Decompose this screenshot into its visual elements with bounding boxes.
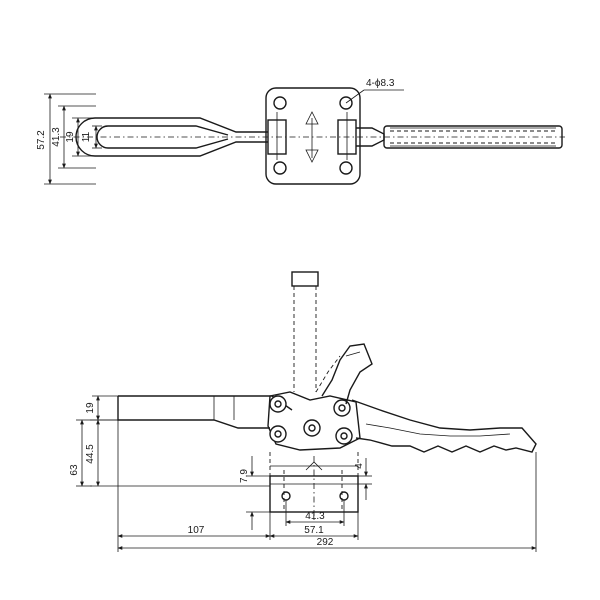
dim-reach: 107 [188,525,205,536]
side-handle-grip [351,399,537,453]
top-handle-grip [383,125,563,149]
side-post-cap [291,271,319,287]
top-mount-plate [265,87,361,185]
dim-hole-spacing: 41.3 [305,511,325,522]
dim-plate-thickness: 4 [354,463,365,469]
side-pivots [269,395,353,445]
dim-bar-height: 19 [85,402,96,414]
dim-base-thickness: 7.9 [239,469,250,483]
top-view: 57.2 41.3 19 11 4-ϕ8.3 [36,78,565,185]
top-hole-4 [339,161,353,175]
top-hole-3 [273,161,287,175]
dim-bar-width: 19 [65,131,76,143]
dim-slot-width: 11 [81,131,92,142]
side-lever-upper [321,343,373,405]
dim-base-length: 57.1 [304,525,324,536]
side-post [293,286,317,392]
top-clamp-bar [95,117,268,157]
dim-pivot-height: 44.5 [85,444,96,464]
hole-note: 4-ϕ8.3 [366,78,395,89]
top-clamp-slot [108,125,229,149]
dim-mount-width: 41.3 [51,127,62,147]
dim-overall-height: 63 [69,464,80,476]
top-hole-2 [339,96,353,110]
top-hole-1 [273,96,287,110]
dim-overall-width: 57.2 [36,130,47,150]
dim-overall-length: 292 [317,537,334,548]
top-mount-holes [273,96,353,175]
side-clamp-arm [117,396,270,429]
side-view: 19 44.5 63 7.9 4 41.3 57.1 [69,271,537,552]
